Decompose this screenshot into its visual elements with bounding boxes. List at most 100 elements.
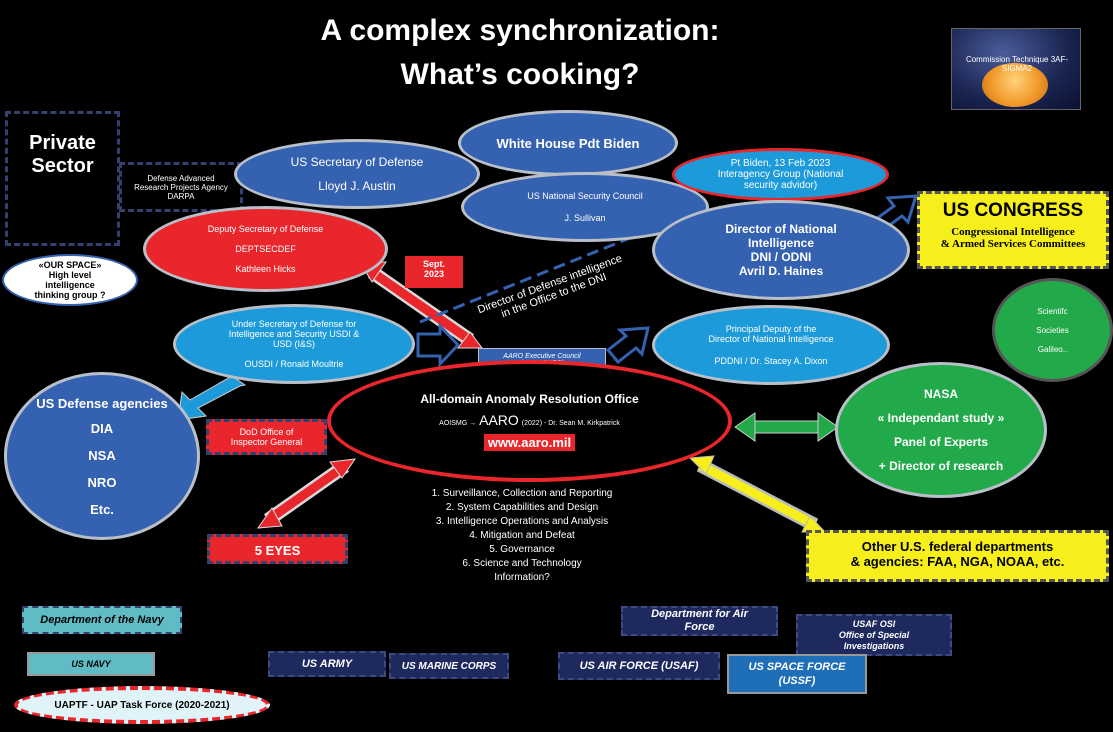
aaro-title: All-domain Anomaly Resolution Office bbox=[420, 391, 639, 406]
congress-line1: Congressional Intelligence bbox=[951, 226, 1075, 238]
dod-ig-line2: Inspector General bbox=[230, 437, 303, 447]
mission-item: 2. System Capabilities and Design bbox=[445, 502, 599, 513]
mission-item: 6. Science and Technology bbox=[462, 558, 582, 569]
nasa-line1: « Independant study » bbox=[877, 411, 1005, 425]
page-title-line1: A complex synchronization: bbox=[320, 14, 720, 47]
mission-item: 1. Surveillance, Collection and Reportin… bbox=[431, 488, 613, 499]
sept-badge-line2: 2023 bbox=[423, 269, 445, 279]
defense-agencies-node[interactable]: US Defense agencies DIA NSA NRO Etc. bbox=[4, 372, 200, 540]
missions-list: 1. Surveillance, Collection and Reportin… bbox=[402, 487, 642, 585]
nasa-title: NASA bbox=[923, 387, 958, 401]
defense-agency-item: NSA bbox=[88, 447, 116, 463]
af-dept-box[interactable]: Department for Air Force bbox=[621, 606, 778, 636]
secdef-name: Lloyd J. Austin bbox=[318, 179, 396, 193]
scientific-line2: Societies bbox=[1036, 325, 1069, 335]
darpa-box[interactable]: Defense Advanced Research Projects Agenc… bbox=[119, 162, 243, 212]
arrow-to-defense-agencies bbox=[177, 375, 247, 421]
osi-line3: Investigations bbox=[843, 640, 905, 651]
defense-agency-item: Etc. bbox=[90, 501, 114, 517]
defense-agency-item: NRO bbox=[87, 474, 117, 490]
mission-item: Information? bbox=[494, 572, 550, 583]
five-eyes-box[interactable]: 5 EYES bbox=[207, 534, 348, 564]
osi-line1: USAF OSI bbox=[852, 618, 896, 629]
usaf-box[interactable]: US AIR FORCE (USAF) bbox=[558, 652, 720, 680]
private-sector-line1: Private bbox=[29, 132, 96, 154]
defense-agency-item: DIA bbox=[90, 420, 114, 436]
navy-dept-label: Department of the Navy bbox=[40, 614, 164, 626]
scientific-node[interactable]: Scientifc Societies Galileo.. bbox=[992, 278, 1113, 382]
aaro-node[interactable]: All-domain Anomaly Resolution Office AOI… bbox=[327, 360, 732, 482]
navy-dept-box[interactable]: Department of the Navy bbox=[22, 606, 182, 634]
usdi-node[interactable]: Under Secretary of Defense for Intellige… bbox=[173, 304, 415, 384]
uaptf-node[interactable]: UAPTF - UAP Task Force (2020-2021) bbox=[14, 686, 270, 724]
dni-line1: Director of National bbox=[725, 222, 837, 236]
mission-item: 5. Governance bbox=[489, 544, 555, 555]
interagency-line2: Interagency Group (National bbox=[717, 169, 844, 180]
arrow-usdi-aaroexec bbox=[416, 322, 461, 368]
scientific-line1: Scientifc bbox=[1037, 306, 1068, 316]
federal-line2: & agencies: FAA, NGA, NOAA, etc. bbox=[850, 554, 1065, 569]
dod-ig-box[interactable]: DoD Office of Inspector General bbox=[206, 419, 327, 455]
darpa-line1: Defense Advanced bbox=[147, 173, 215, 183]
congress-box[interactable]: US CONGRESS Congressional Intelligence &… bbox=[917, 191, 1109, 269]
deputy-secdef-title: Deputy Secretary of Defense bbox=[207, 224, 324, 234]
marine-corps-label: US MARINE CORPS bbox=[401, 660, 497, 672]
ussf-line2: (USSF) bbox=[778, 675, 816, 687]
dni-node[interactable]: Director of National Intelligence DNI / … bbox=[652, 200, 910, 300]
dod-ig-line1: DoD Office of bbox=[239, 427, 294, 437]
arrow-aaro-federal bbox=[688, 455, 827, 533]
usdi-line4: OUSDI / Ronald Moultrie bbox=[244, 359, 344, 369]
us-army-box[interactable]: US ARMY bbox=[268, 651, 386, 677]
interagency-node[interactable]: Pt Biden, 13 Feb 2023 Interagency Group … bbox=[672, 148, 889, 201]
uaptf-label: UAPTF - UAP Task Force (2020-2021) bbox=[54, 699, 230, 711]
dni-line4: Avril D. Haines bbox=[738, 264, 824, 278]
pddni-line3: PDDNI / Dr. Stacey A. Dixon bbox=[714, 356, 828, 366]
nsc-title: US National Security Council bbox=[527, 191, 643, 201]
marine-corps-box[interactable]: US MARINE CORPS bbox=[389, 653, 509, 679]
interagency-line3: security advidor) bbox=[743, 180, 818, 191]
deputy-secdef-node[interactable]: Deputy Secretary of Defense DEPTSECDEF K… bbox=[143, 206, 388, 292]
osi-line2: Office of Special bbox=[838, 629, 910, 640]
dni-line3: DNI / ODNI bbox=[750, 250, 812, 264]
pddni-line1: Principal Deputy of the bbox=[725, 324, 817, 334]
sun-icon bbox=[982, 63, 1048, 107]
us-navy-box[interactable]: US NAVY bbox=[27, 652, 155, 676]
private-sector-line2: Sector bbox=[31, 155, 94, 177]
sept-2023-badge: Sept. 2023 bbox=[405, 256, 463, 288]
aaro-prefix: AOISMG → bbox=[439, 419, 477, 427]
af-dept-line2: Force bbox=[684, 621, 715, 633]
white-house-node[interactable]: White House Pdt Biden bbox=[458, 110, 678, 176]
aaro-url-link[interactable]: www.aaro.mil bbox=[483, 433, 576, 451]
secdef-node[interactable]: US Secretary of Defense Lloyd J. Austin bbox=[234, 139, 480, 209]
ussf-box[interactable]: US SPACE FORCE (USSF) bbox=[727, 654, 867, 694]
scientific-line3: Galileo.. bbox=[1037, 344, 1068, 354]
white-house-label: White House Pdt Biden bbox=[496, 135, 640, 151]
dashed-line-usdi-dni bbox=[419, 226, 656, 324]
usaf-osi-box[interactable]: USAF OSI Office of Special Investigation… bbox=[796, 614, 952, 656]
logo-image: Commission Technique 3AF- SIGMA2 bbox=[951, 28, 1081, 110]
aaro-suffix: (2022) - Dr. Sean M. Kirkpatrick bbox=[521, 419, 620, 427]
logo-caption: Commission Technique 3AF- SIGMA2 bbox=[965, 55, 1069, 73]
congress-title: US CONGRESS bbox=[942, 200, 1084, 221]
nasa-node[interactable]: NASA « Independant study » Panel of Expe… bbox=[835, 362, 1047, 498]
usdi-line3: USD (I&S) bbox=[272, 339, 315, 349]
usaf-label: US AIR FORCE (USAF) bbox=[579, 660, 699, 672]
pddni-line2: Director of National Intelligence bbox=[708, 334, 834, 344]
our-space-node[interactable]: «OUR SPACE» High level intelligence thin… bbox=[2, 254, 138, 306]
us-navy-label: US NAVY bbox=[71, 659, 111, 669]
our-space-line4: thinking group ? bbox=[34, 290, 106, 300]
usdi-line2: Intelligence and Security USDI & bbox=[228, 329, 360, 339]
private-sector-box[interactable]: Private Sector bbox=[5, 111, 120, 246]
nasa-line2: Panel of Experts bbox=[893, 435, 989, 449]
nsc-name: J. Sullivan bbox=[564, 213, 606, 223]
nasa-line3: + Director of research bbox=[878, 459, 1004, 473]
federal-box[interactable]: Other U.S. federal departments & agencie… bbox=[806, 530, 1109, 582]
aaro-exec-line1: AARO Executive Council bbox=[503, 353, 581, 360]
af-dept-line1: Department for Air bbox=[651, 608, 748, 620]
mission-item: 3. Intelligence Operations and Analysis bbox=[435, 516, 609, 527]
dni-line2: Intelligence bbox=[747, 236, 815, 250]
pddni-node[interactable]: Principal Deputy of the Director of Nati… bbox=[652, 305, 890, 385]
congress-line2: & Armed Services Committees bbox=[940, 238, 1086, 250]
aaro-subline: AOISMG → AARO (2022) - Dr. Sean M. Kirkp… bbox=[439, 412, 620, 428]
